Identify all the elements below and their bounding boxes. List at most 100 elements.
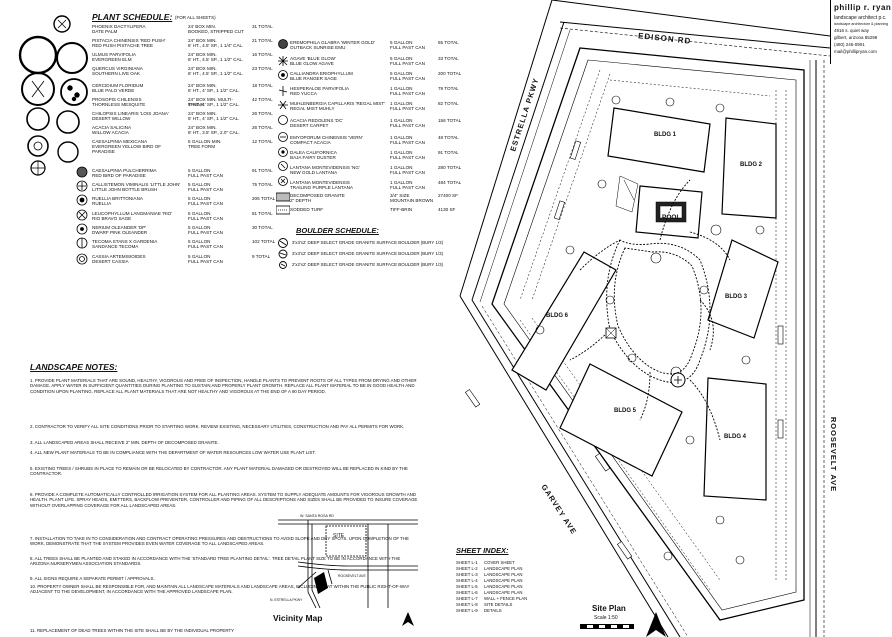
plant-qty: 82 TOTAL	[438, 101, 459, 106]
plant-size: 24' BOX MIN.	[188, 24, 216, 29]
boulder-row-2: 3'x3'x2' DEEP SELECT GRADE GRANITE SURFA…	[292, 251, 444, 256]
plant-qty: 75 TOTAL	[252, 182, 273, 187]
plant-size2: 6' HT., 4' SP., 1 1/2" CAL.	[188, 88, 240, 94]
oak-tree-icon	[21, 72, 55, 106]
plant-qty: 484 TOTAL	[438, 180, 462, 185]
sheet-number: SHEET L-3	[456, 572, 478, 577]
sheet-number: SHEET L-5	[456, 584, 478, 589]
red-yucca-icon	[278, 86, 288, 96]
plant-common: EVERGREEN YELLOW BIRD OF PARADISE	[92, 144, 162, 155]
plant-size: 1 GALLON	[390, 150, 413, 155]
landscape-note: 10. PROPERTY OWNER SHALL BE RESPONSIBLE …	[30, 584, 410, 595]
plant-name: AGAVE 'BLUE GLOW'	[290, 56, 336, 61]
pistache-tree-icon	[18, 35, 58, 75]
plant-size: 24" BOX MIN.	[188, 111, 217, 116]
plant-size: 1 GALLON	[390, 165, 413, 170]
plant-common: RED PUSH PISTACHE TREE	[92, 43, 154, 49]
lantana-gold-icon	[278, 161, 288, 171]
title-line4: gilbert, arizona 85298	[834, 35, 878, 40]
sheet-number: SHEET L-9	[456, 608, 478, 613]
plant-qty: 4130 SF	[438, 207, 456, 212]
boulder-medium-icon	[278, 249, 288, 259]
plant-size2: 6' HT., 4.5' SP., 1 1/4" CAL.	[188, 43, 244, 49]
title-line3: 4916 s. quiet way	[834, 28, 870, 33]
plant-size2: FULL PAST CAN	[188, 230, 223, 236]
plant-size2: 8' HT., 3.5' SP., 2.0" CAL.	[188, 130, 240, 136]
landscape-note: 1. PROVIDE PLANT MATERIALS THAT ARE SOUN…	[30, 378, 417, 394]
title-firm: phillip r. ryan	[834, 3, 892, 12]
plant-common: THORNLESS MESQUITE	[92, 102, 146, 108]
plant-common: RED YUCCA	[290, 91, 317, 97]
plant-common: BLUE RANGER SAGE	[290, 76, 337, 82]
pool-label: POOL	[662, 214, 681, 221]
plant-common: 2" DEPTH	[290, 198, 312, 204]
landscape-note: 6. PROVIDE A COMPLETE AUTOMATICALLY CONT…	[30, 492, 418, 508]
landscape-note: 11. REPLACEMENT OF DEAD TREES WITHIN THE…	[30, 628, 235, 633]
plant-name: DALEA CALIFORNICA	[290, 150, 337, 155]
sheet-number: SHEET L-1	[456, 560, 478, 565]
plant-qty: 102 TOTAL	[252, 239, 276, 244]
plant-size: 24" BOX MIN.	[188, 83, 217, 88]
plant-size: 1 GALLON	[390, 86, 413, 91]
plant-common: REGAL MIST MUHLY	[290, 106, 335, 112]
plant-size: 3/4" SIZE	[390, 193, 410, 198]
plant-size2: 6' HT., 4.5' SP., 1 1/2" CAL.	[188, 57, 244, 63]
bldg-5-label: BLDG 5	[614, 408, 637, 414]
vicinity-map	[278, 519, 418, 608]
landscape-note: 4. ALL NEW PLANT MATERIALS TO BE IN COMP…	[30, 450, 316, 455]
plant-common: OUTBACK SUNRISE EMU	[290, 45, 346, 51]
sheet-number: SHEET L-6	[456, 590, 478, 595]
plant-common: RED BIRD OF PARADISE	[92, 173, 146, 179]
site-plan	[459, 0, 831, 637]
title-line1: landscape architect p.c.	[834, 15, 887, 21]
plant-qty: 31 TOTAL	[252, 24, 273, 29]
plant-size: 5 GALLON	[188, 211, 211, 216]
sheet-index-heading: SHEET INDEX:	[456, 546, 509, 555]
plant-schedule-subheading: (FOR ALL SHEETS)	[175, 15, 216, 20]
plant-size2: FULL PAST CAN	[188, 173, 223, 179]
plant-qty: 91 TOTAL	[252, 168, 273, 173]
plant-name: PROSOPIS CHILENSIS	[92, 97, 142, 102]
sheet-description: DETAILS	[484, 608, 502, 613]
plant-name: ULMUS PARVIFOLIA	[92, 52, 136, 57]
plant-size2: FULL PAST CAN	[390, 76, 425, 82]
sheet-number: SHEET L-7	[456, 596, 478, 601]
plant-name: PISTACIA CHINENSIS 'RED PUSH'	[92, 38, 166, 43]
plant-size: 5 GALLON	[390, 40, 413, 45]
palo-verde-icon	[60, 78, 88, 106]
plant-schedule-heading: PLANT SCHEDULE:	[92, 12, 173, 22]
plant-common: DESERT CASSIA	[92, 259, 129, 265]
landscape-note: 9. ALL SIGNS REQUIRE A SEPARATE PERMIT /…	[30, 576, 155, 581]
plant-common: BLUE GLOW AGAVE	[290, 61, 334, 67]
date-palm-icon	[53, 15, 71, 33]
plant-size2: FULL PAST CAN	[188, 187, 223, 193]
scale-bar	[580, 624, 634, 629]
plant-size2: FULL PAST CAN	[390, 45, 425, 51]
sheet-description: LANDSCAPE PLAN	[484, 572, 523, 577]
granite-swatch-icon	[276, 192, 290, 202]
plant-size2: FULL PAST CAN	[188, 244, 223, 250]
plant-qty: 26 TOTAL	[252, 111, 273, 116]
plant-common: NEW GOLD LANTANA	[290, 170, 338, 176]
plant-size: 5 GALLON	[188, 254, 211, 259]
elm-tree-icon	[56, 42, 88, 74]
plant-name: ACACIA SALICINA	[92, 125, 132, 130]
plant-common: SANDANCE TECOMA	[92, 244, 139, 250]
vicinity-map-title: Vicinity Map	[273, 613, 323, 623]
vicinity-road-left: N. ESTRELLA PKWY	[270, 598, 303, 602]
emu-bush-icon	[278, 39, 288, 49]
bldg-4-footprint	[703, 377, 767, 501]
sheet-number: SHEET L-2	[456, 566, 478, 571]
plant-name: CHILOPSIS LINEARIS 'LOIS JOANA'	[92, 111, 169, 116]
landscape-note: 2. CONTRACTOR TO VERIFY ALL SITE CONDITI…	[30, 424, 405, 429]
plant-qty: 200 TOTAL	[438, 71, 462, 76]
boulder-row-3: 2'x2'x2' DEEP SELECT GRADE GRANITE SURFA…	[292, 262, 444, 267]
plant-size: 5 GALLON	[188, 168, 211, 173]
boulder-icons	[278, 238, 288, 269]
site-plan-title: Site Plan	[592, 604, 626, 613]
plant-size2: FULL PAST CAN	[390, 155, 425, 161]
plant-size: 5 GALLON MIN.	[188, 139, 222, 144]
bldg-5-footprint	[559, 363, 683, 477]
plant-common: LITTLE JOHN BOTTLE BRUSH	[92, 187, 158, 193]
plant-common: DESERT CARPET	[290, 123, 329, 129]
